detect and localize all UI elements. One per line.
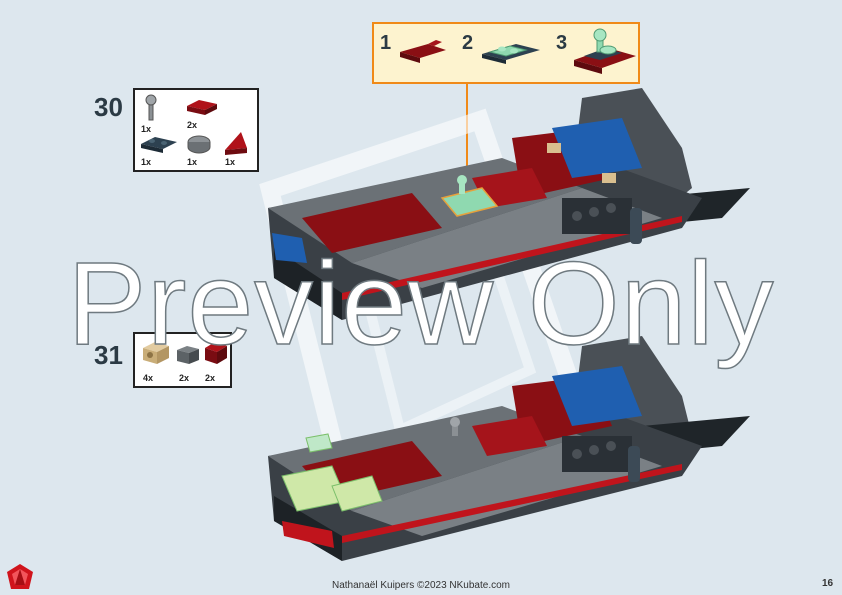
part-qty: 2x — [205, 373, 216, 383]
subassembly-step-1-model — [400, 40, 446, 63]
gray-bar-piece-icon — [145, 94, 157, 121]
dark-red-wedge-icon — [225, 132, 247, 155]
part-qty: 4x — [143, 373, 154, 383]
step-31-model-illustration — [268, 336, 750, 561]
dark-gray-brick-icon — [177, 346, 199, 364]
dark-red-bracket-icon — [205, 342, 227, 364]
step-31-number: 31 — [94, 340, 123, 370]
step-31-parts-list: 4x 2x 2x — [133, 332, 232, 388]
step-30-number: 30 — [94, 92, 123, 122]
part-qty: 2x — [179, 373, 190, 383]
subassembly-step-3-number: 3 — [556, 32, 568, 54]
nkubate-logo-icon — [7, 564, 33, 589]
gray-round-tile-icon — [187, 135, 211, 154]
part-qty: 2x — [187, 120, 198, 130]
subassembly-step-1-number: 1 — [380, 32, 392, 54]
subassembly-step-2-model — [482, 44, 540, 64]
subassembly-step-2-number: 2 — [462, 32, 474, 54]
dark-red-plate-icon — [187, 100, 217, 115]
part-qty: 1x — [187, 157, 198, 167]
part-qty: 1x — [225, 157, 236, 167]
step-30-parts-list: 1x 2x 1x 1x 1x — [133, 88, 259, 172]
page-number: 16 — [822, 578, 834, 589]
dark-blue-plate-icon — [141, 137, 177, 153]
part-qty: 1x — [141, 124, 152, 134]
part-qty: 1x — [141, 157, 152, 167]
footer-credit: Nathanaël Kuipers ©2023 NKubate.com — [331, 580, 511, 591]
subassembly-step-3-model — [574, 28, 636, 74]
tan-technic-brick-icon — [143, 342, 169, 364]
subassembly-callout: 1 2 3 — [372, 22, 640, 84]
step-30-model-illustration — [268, 88, 750, 320]
